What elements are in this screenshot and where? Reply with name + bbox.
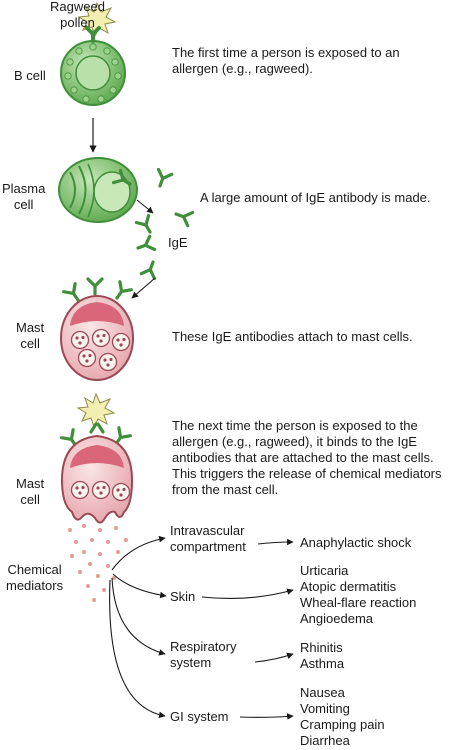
effect-vomiting: Vomiting xyxy=(300,701,350,716)
chemical-mediators-line2: mediators xyxy=(6,578,64,593)
target-skin-label: Skin xyxy=(170,589,196,604)
mast-cell-1-line1: Mast xyxy=(16,320,45,335)
mast-cell-label-1: Mast cell xyxy=(16,320,44,352)
step3-description: These IgE antibodies attach to mast cell… xyxy=(172,329,413,344)
target-intravascular-line1: Intravascular xyxy=(170,523,245,538)
ragweed-pollen-line2: pollen xyxy=(60,15,95,30)
step4-description: The next time the person is exposed to t… xyxy=(172,418,442,497)
effect-atopic-dermatitis: Atopic dermatitis xyxy=(300,579,397,594)
effect-arrows xyxy=(201,538,294,720)
degranulating-mast-cell-icon xyxy=(60,422,134,524)
plasma-cell-icon xyxy=(58,157,138,223)
target-gi-label: GI system xyxy=(170,709,229,724)
effect-wheal-flare: Wheal-flare reaction xyxy=(300,595,417,610)
b-cell-label: B cell xyxy=(14,68,46,83)
chemical-mediators-line1: Chemical xyxy=(7,562,62,577)
target-intravascular-line2: compartment xyxy=(170,539,246,554)
ragweed-pollen-line1: Ragweed xyxy=(50,0,105,14)
effect-asthma: Asthma xyxy=(300,656,345,671)
mast-cell-2-line2: cell xyxy=(20,492,40,507)
effect-urticaria: Urticaria xyxy=(300,563,349,578)
effect-nausea: Nausea xyxy=(300,685,345,700)
effect-anaphylactic-shock: Anaphylactic shock xyxy=(300,535,412,550)
mast-cell-label-2: Mast cell xyxy=(16,476,44,508)
effect-cramping-pain: Cramping pain xyxy=(300,717,385,732)
b-cell-icon xyxy=(60,26,126,106)
ige-label: IgE xyxy=(168,235,188,250)
arrow-ige-to-mast xyxy=(131,277,156,299)
ragweed-pollen-icon-2 xyxy=(76,392,116,429)
gi-effects-list: Nausea Vomiting Cramping pain Diarrhea xyxy=(300,685,385,749)
plasma-cell-line1: Plasma xyxy=(2,181,46,196)
mast-cell-2-line1: Mast xyxy=(16,476,45,491)
step2-description: A large amount of IgE antibody is made. xyxy=(200,190,431,205)
respiratory-effects-list: Rhinitis Asthma xyxy=(300,640,344,672)
mast-cell-1-line2: cell xyxy=(20,336,40,351)
plasma-cell-label: Plasma cell xyxy=(2,181,45,213)
plasma-cell-line2: cell xyxy=(13,197,34,212)
effect-rhinitis: Rhinitis xyxy=(300,640,343,655)
target-intravascular-label: Intravascular compartment xyxy=(170,523,246,555)
target-respiratory-label: Respiratory system xyxy=(170,639,236,671)
effect-diarrhea: Diarrhea xyxy=(300,733,350,748)
arrow-plasma-to-ige xyxy=(136,199,154,214)
mediator-branch-arrows xyxy=(109,535,167,719)
mast-cell-icon xyxy=(60,277,134,381)
skin-effects-list: Urticaria Atopic dermatitis Wheal-flare … xyxy=(300,563,416,627)
effect-angioedema: Angioedema xyxy=(300,611,373,626)
chemical-mediators-label: Chemical mediators xyxy=(6,562,63,594)
target-respiratory-line1: Respiratory xyxy=(170,639,237,654)
ragweed-pollen-label: Ragweed pollen xyxy=(50,0,105,31)
target-respiratory-line2: system xyxy=(170,655,212,670)
step1-description: The first time a person is exposed to an… xyxy=(172,45,400,76)
chemical-mediator-particles xyxy=(68,524,128,602)
